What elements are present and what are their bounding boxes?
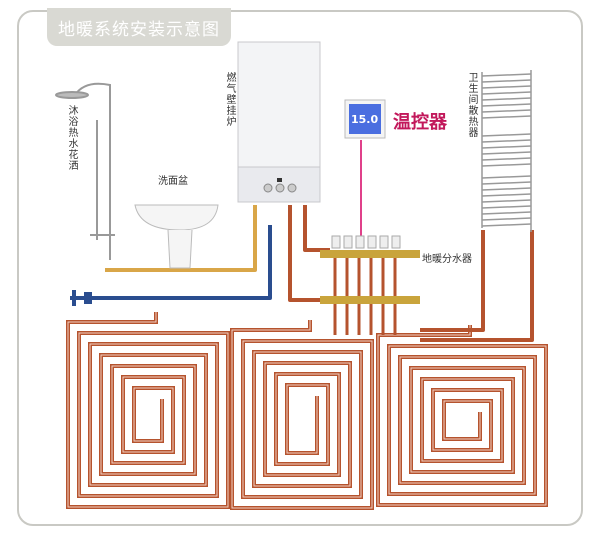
radiator-bar (481, 97, 532, 101)
radiator-label: 卫生间散热器 (466, 72, 477, 138)
gas-boiler (237, 41, 321, 203)
radiator-bar (481, 175, 532, 179)
radiator-bar (481, 157, 532, 161)
radiator-bar (481, 163, 532, 167)
shower (55, 82, 115, 260)
boiler-label: 燃气壁挂炉 (224, 72, 235, 127)
floor-coil-highlight (377, 325, 547, 506)
manifold-actuator (331, 235, 341, 249)
radiator-bar (481, 187, 532, 191)
radiator-bar (481, 133, 532, 137)
radiator-bar (481, 79, 532, 83)
floor-heating-coils (66, 312, 548, 510)
towel-radiator (481, 70, 532, 232)
radiator-bar (481, 85, 532, 89)
radiator-bar (481, 217, 532, 221)
radiator-pipe-left (420, 230, 485, 332)
radiator-bar (481, 115, 532, 119)
hot-water-pipe-boiler (288, 205, 330, 302)
thermostat-label: 温控器 (393, 112, 447, 133)
manifold-actuator (391, 235, 401, 249)
radiator-bar (481, 211, 532, 215)
inlet-valve (72, 290, 92, 306)
radiator-bar (481, 193, 532, 197)
radiator-bar (481, 103, 532, 107)
manifold-actuator (367, 235, 377, 249)
wash-basin (134, 204, 219, 269)
floor-manifold (320, 235, 420, 335)
cold-water-pipe (70, 225, 272, 300)
radiator-bar (481, 205, 532, 209)
floor-coil-highlight (231, 320, 373, 509)
diagram-title: 地暖系统安装示意图 (47, 8, 231, 46)
manifold-actuator (379, 235, 389, 249)
radiator-bar (481, 139, 532, 143)
diagram-frame (17, 10, 583, 526)
radiator-bar (481, 145, 532, 149)
manifold-label: 地暖分水器 (422, 254, 472, 265)
radiator-pipe-right (420, 230, 534, 342)
shower-label: 沐浴热水花洒 (66, 105, 77, 171)
manifold-actuator (355, 235, 365, 249)
radiator-bar (481, 91, 532, 95)
thermostat-display: 15.0 (351, 113, 379, 126)
floor-coil-highlight (67, 312, 229, 508)
basin-label: 洗面盆 (158, 176, 188, 187)
radiator-bar (481, 223, 532, 227)
manifold-actuator (343, 235, 353, 249)
gas-pipe (105, 205, 257, 272)
thermostat (344, 99, 386, 139)
radiator-bar (481, 199, 532, 203)
radiator-bar (481, 151, 532, 155)
radiator-bar (481, 109, 532, 113)
radiator-bar (481, 181, 532, 185)
radiator-bar (481, 73, 532, 77)
